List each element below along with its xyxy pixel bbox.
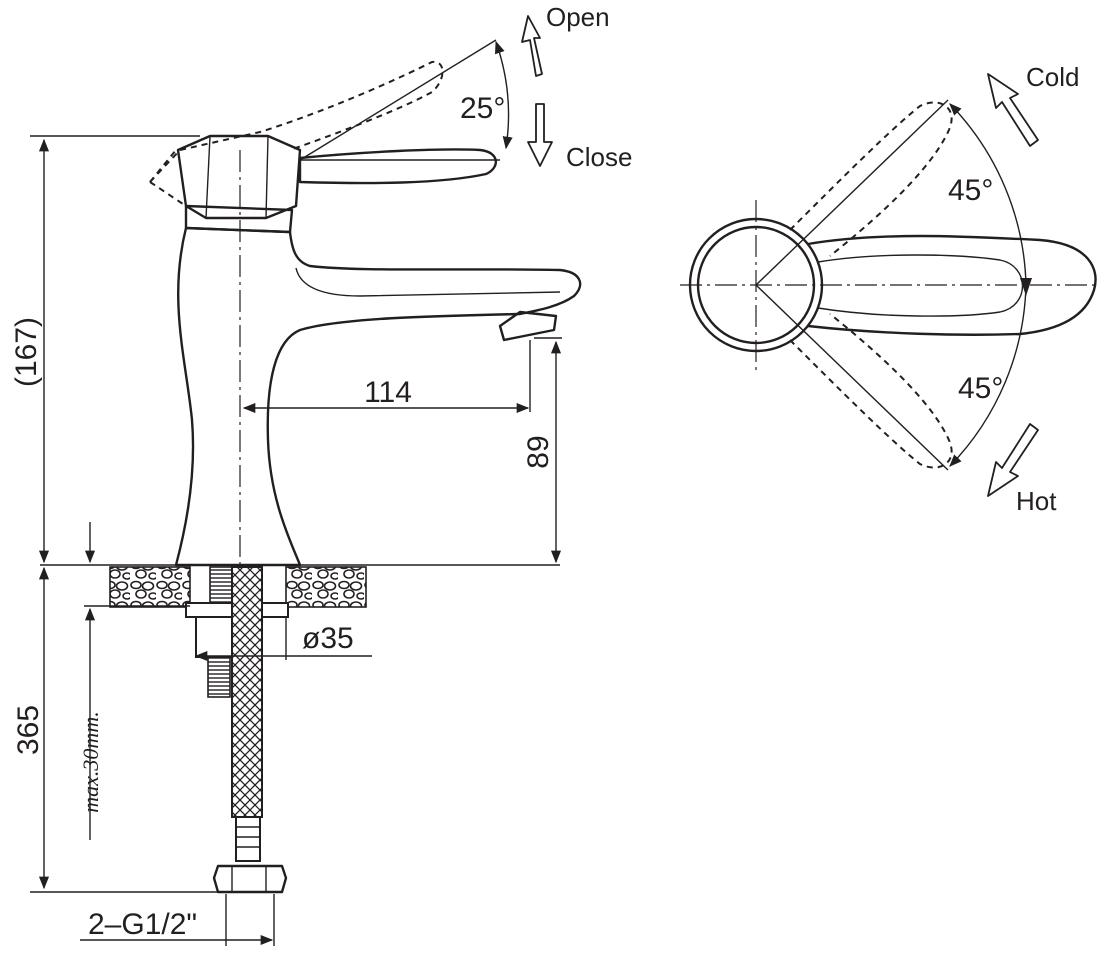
open-arrow-icon [521,15,543,77]
hot-angle-line [755,284,949,471]
open-angle-line [299,39,497,161]
lever-open-ghost [149,60,444,183]
lever-top-inner [817,254,1024,317]
hot-angle-label: 45° [958,372,1003,405]
center-tick [1020,278,1032,296]
hose-hex-nut [212,864,288,894]
lever-ghost-cold [789,101,953,257]
lever-top-center [806,234,1097,336]
handle-cap [176,134,302,220]
handle-hub [688,217,824,353]
label-cold: Cold [1026,62,1079,92]
dim-thread-label: 2–G1/2" [88,908,197,941]
handle-hub-inner [696,225,816,345]
label-open: Open [546,2,610,32]
hot-arrow-icon [987,423,1039,497]
faucet-body [174,226,582,567]
lever-closed [298,148,497,185]
handle-cap-facets [205,135,269,219]
hot-angle-arc [949,284,1027,467]
side-view: 25° Open Close (167) 114 [10,2,632,946]
cold-angle-label: 45° [948,174,993,207]
label-hot: Hot [1016,486,1057,516]
top-view: 45° 45° Cold Hot [680,62,1097,516]
spout-contour [295,267,561,297]
countertop-left [109,566,191,608]
braided-hose [231,566,263,818]
threaded-rod [207,656,231,698]
lever-ghost-hot [789,313,953,469]
dim-reach-label: 114 [364,376,412,409]
countertop-right [285,566,367,608]
lever-angle-label: 25° [460,92,505,125]
cold-angle-arc [949,103,1027,286]
close-arrow-icon [527,103,553,167]
dim-height-label: (167) [10,317,43,387]
dim-spout-height-label: 89 [522,435,555,468]
lever-angle-arc [495,40,513,150]
cold-arrow-icon [987,73,1039,147]
cold-angle-line [755,99,949,286]
collar [184,204,294,234]
label-close: Close [566,142,632,172]
dim-thickness-label: max.30mm. [78,711,103,812]
aerator [498,310,558,342]
mounting-nut [195,616,237,658]
dim-hose-label: 365 [12,705,45,755]
hose-ferrule [235,816,261,862]
threaded-stud [209,566,233,604]
dim-diameter-label: ø35 [302,622,354,655]
handle-ghost [149,149,187,207]
